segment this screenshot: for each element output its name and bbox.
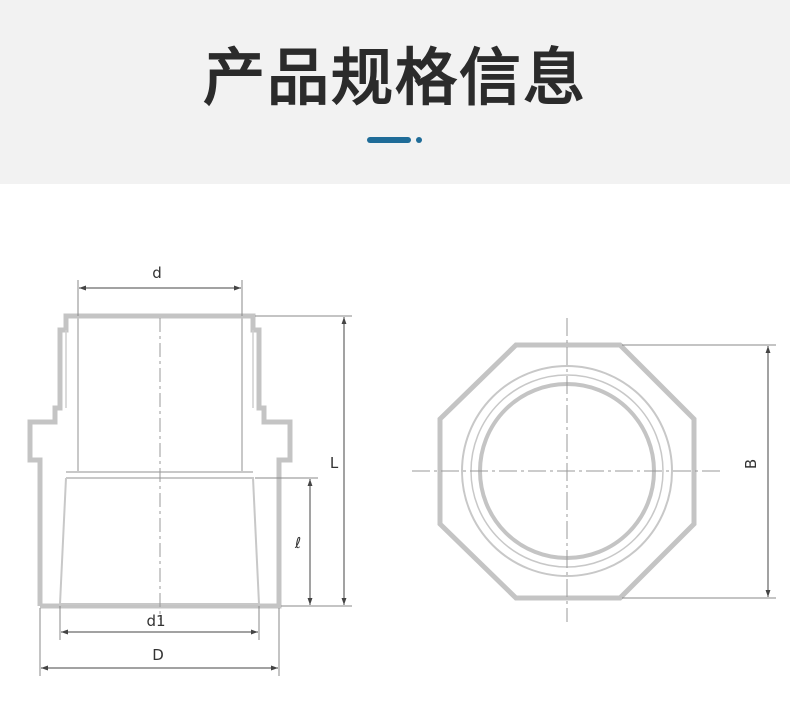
dim-L-label: L <box>330 454 339 472</box>
dim-l-label: ℓ <box>294 534 301 552</box>
side-view: d L ℓ d1 D <box>27 264 352 676</box>
title-accent-bar <box>367 137 411 143</box>
socket-bore <box>58 477 261 605</box>
side-view-outline <box>27 313 293 609</box>
title-accent-dot <box>416 137 422 143</box>
dim-d-label: d <box>152 264 162 282</box>
outer-ring-circle <box>461 365 673 577</box>
dim-B-label: B <box>742 459 760 469</box>
dim-D-label: D <box>152 646 164 664</box>
header-banner: 产品规格信息 <box>0 0 790 184</box>
top-view: B <box>412 318 776 622</box>
page-title: 产品规格信息 <box>202 41 587 114</box>
dim-d1-label: d1 <box>146 612 165 630</box>
top-view-octagon <box>437 342 697 601</box>
